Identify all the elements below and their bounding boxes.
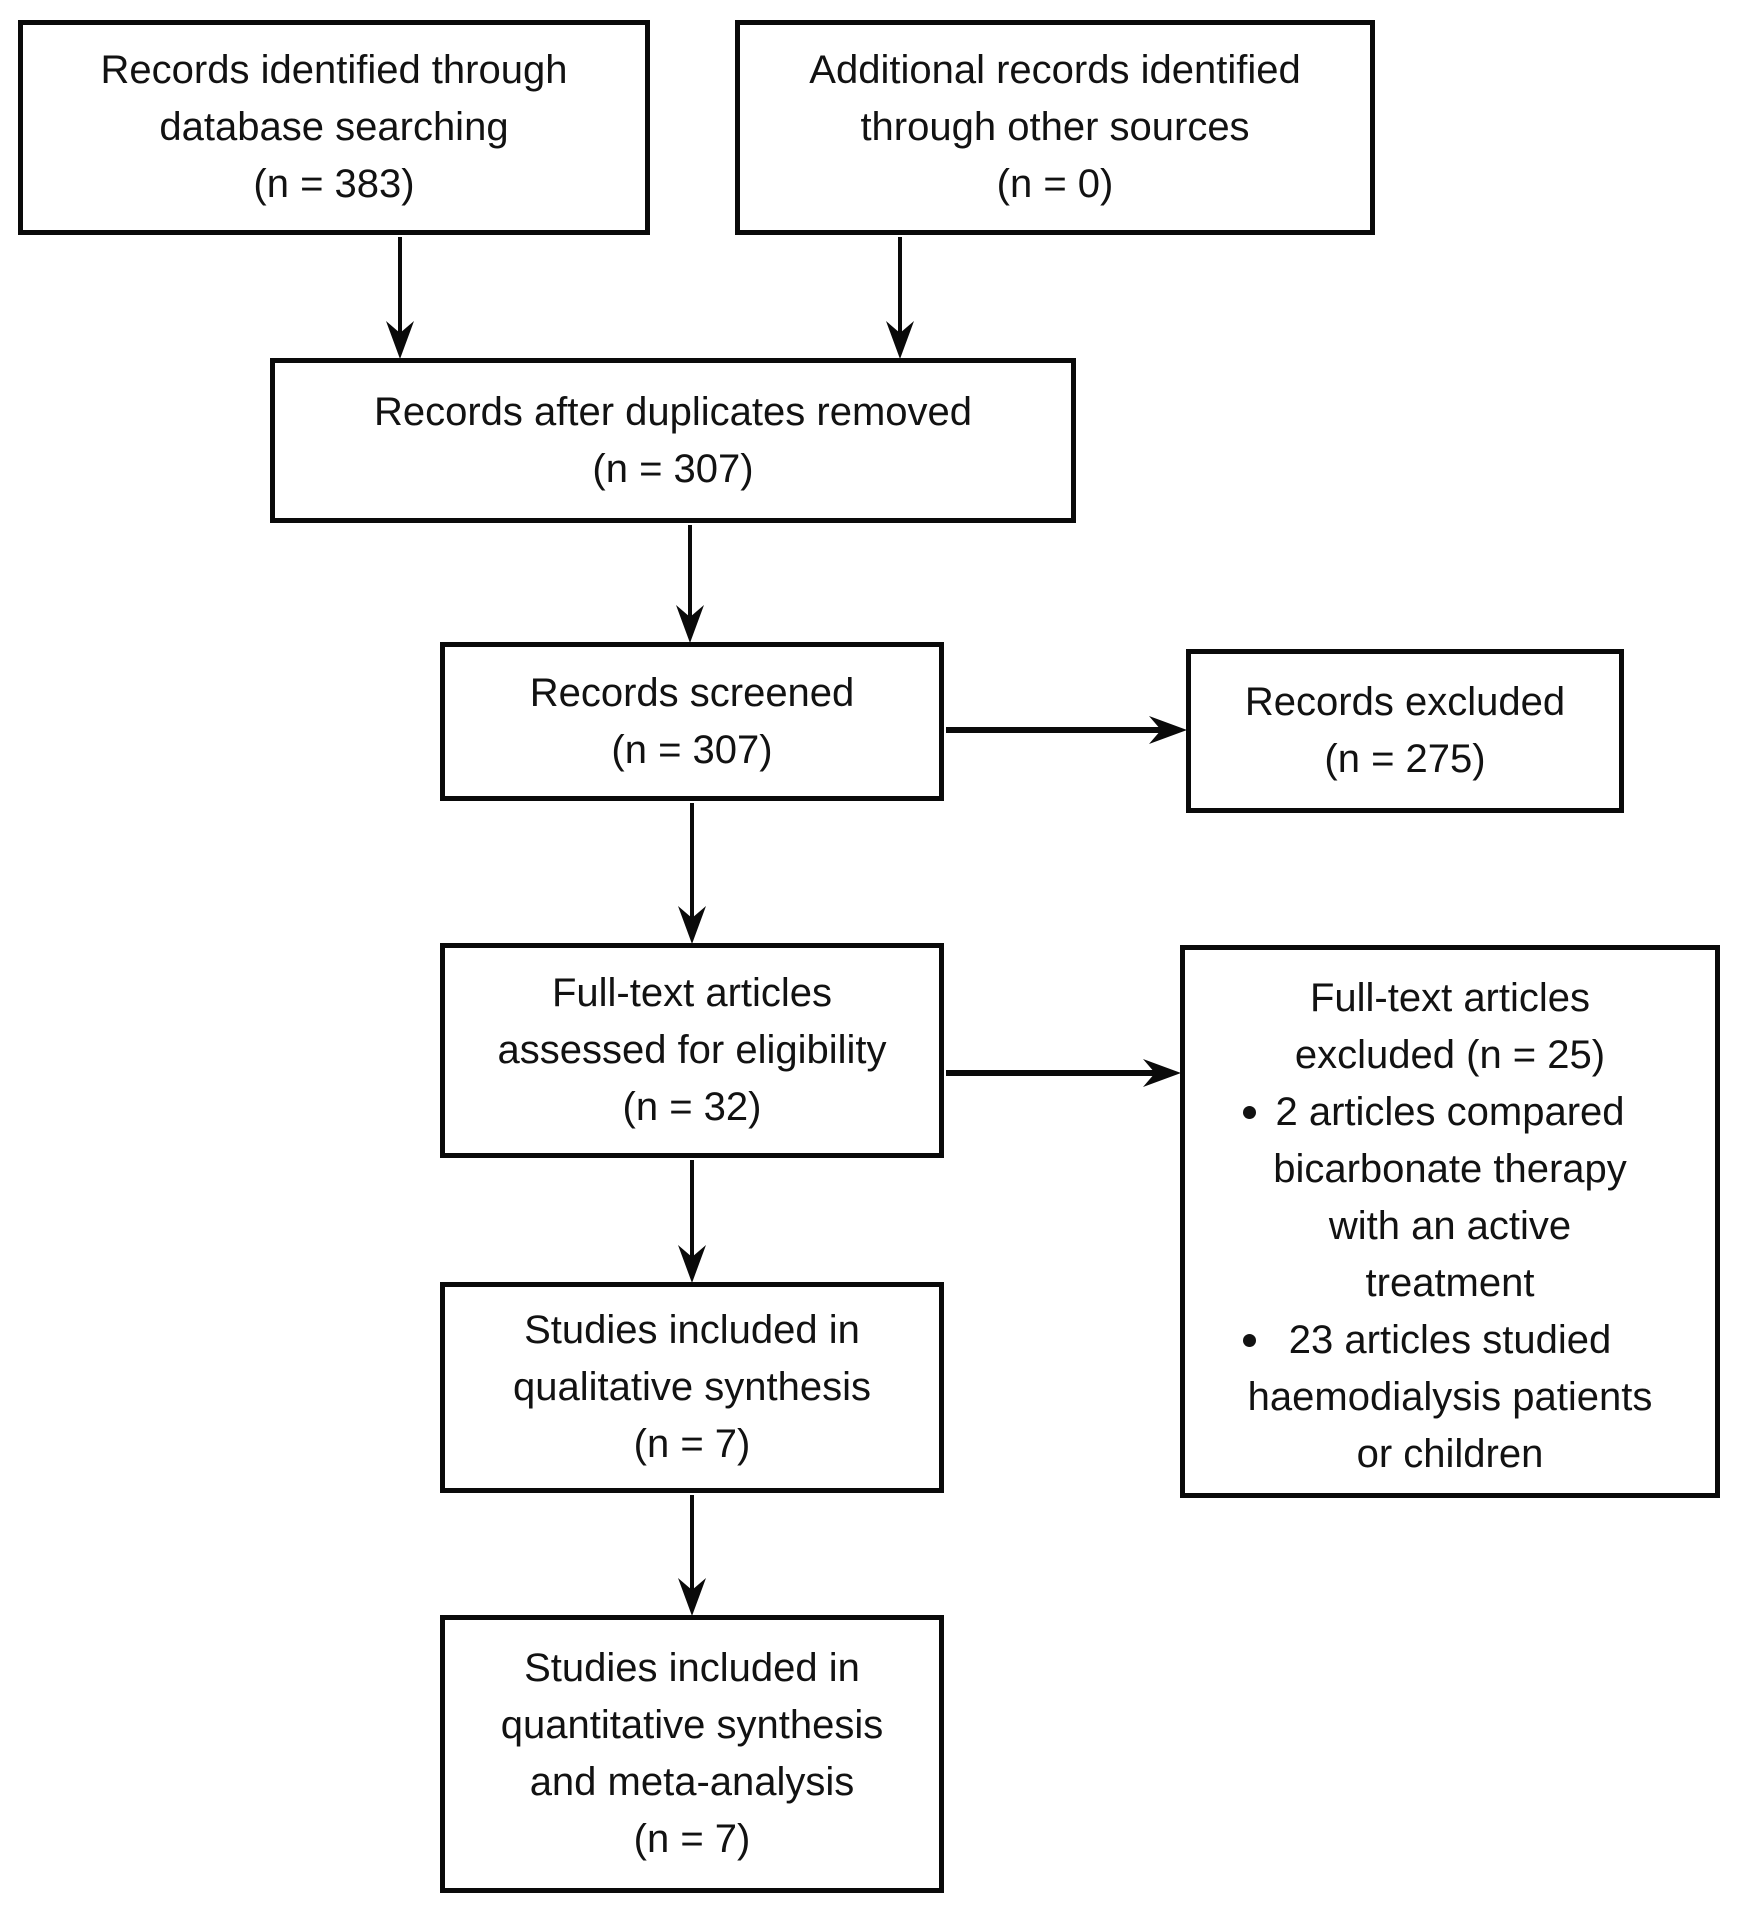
box-records-identified: Records identified through database sear… [18, 20, 650, 235]
box-line: Records identified through [100, 48, 568, 92]
box-line: Full-text articles [1309, 976, 1591, 1020]
excluded-reason-item: 23 articles studied haemodialysis patien… [1195, 1312, 1705, 1483]
arrow-screened-to-fulltext [678, 803, 706, 944]
box-line: Records excluded [1244, 680, 1566, 724]
box-line: Additional records identified [809, 48, 1301, 92]
bullet-line: 23 articles studied [1288, 1318, 1612, 1362]
box-line: (n = 7) [633, 1422, 751, 1466]
box-line: Full-text articles [551, 971, 833, 1015]
box-line: and meta-analysis [529, 1760, 855, 1804]
box-line: quantitative synthesis [500, 1703, 884, 1747]
arrow-other-to-duplicates [886, 237, 914, 359]
box-records-screened: Records screened (n = 307) [440, 642, 944, 801]
bullet-line: bicarbonate therapy [1273, 1147, 1627, 1191]
box-line: Studies included in [524, 1308, 860, 1352]
box-duplicates-removed: Records after duplicates removed (n = 30… [270, 358, 1076, 523]
box-qualitative-synthesis: Studies included in qualitative synthesi… [440, 1282, 944, 1493]
arrow-identified-to-duplicates [386, 237, 414, 359]
box-line: (n = 383) [253, 162, 415, 206]
bullet-icon [1243, 1106, 1256, 1119]
fulltext-excluded-title: Full-text articles excluded (n = 25) [1295, 970, 1605, 1084]
box-fulltext-excluded: Full-text articles excluded (n = 25) 2 a… [1180, 945, 1720, 1498]
excluded-reason-item: 2 articles compared bicarbonate therapy … [1195, 1084, 1705, 1312]
bullet-line: treatment [1365, 1261, 1535, 1305]
arrow-fulltext-to-qualitative [678, 1160, 706, 1283]
box-line: qualitative synthesis [513, 1365, 871, 1409]
arrow-duplicates-to-screened [676, 525, 704, 643]
box-line: database searching [159, 105, 509, 149]
box-additional-records: Additional records identified through ot… [735, 20, 1375, 235]
bullet-line: with an active [1328, 1204, 1572, 1248]
arrow-qualitative-to-quantitative [678, 1495, 706, 1616]
arrow-fulltext-to-excluded [946, 1059, 1181, 1087]
box-line: (n = 307) [592, 446, 754, 491]
box-fulltext-assessed: Full-text articles assessed for eligibil… [440, 943, 944, 1158]
bullet-line: haemodialysis patients [1247, 1375, 1653, 1419]
box-line: Records screened [529, 670, 855, 715]
box-line: (n = 32) [622, 1085, 762, 1129]
box-line: through other sources [860, 105, 1250, 149]
box-records-excluded: Records excluded (n = 275) [1186, 649, 1624, 813]
bullet-line: or children [1356, 1432, 1544, 1476]
box-line: (n = 7) [633, 1817, 751, 1861]
box-quantitative-synthesis: Studies included in quantitative synthes… [440, 1615, 944, 1893]
bullet-line: 2 articles compared [1275, 1090, 1625, 1134]
box-line: excluded (n = 25) [1294, 1033, 1606, 1077]
box-line: (n = 0) [996, 162, 1114, 206]
bullet-icon [1243, 1334, 1256, 1347]
box-line: Records after duplicates removed [373, 389, 973, 434]
box-line: (n = 275) [1324, 737, 1486, 781]
box-line: Studies included in [524, 1646, 860, 1690]
box-line: (n = 307) [611, 727, 773, 772]
box-line: assessed for eligibility [497, 1028, 887, 1072]
arrow-screened-to-excluded [946, 716, 1187, 744]
